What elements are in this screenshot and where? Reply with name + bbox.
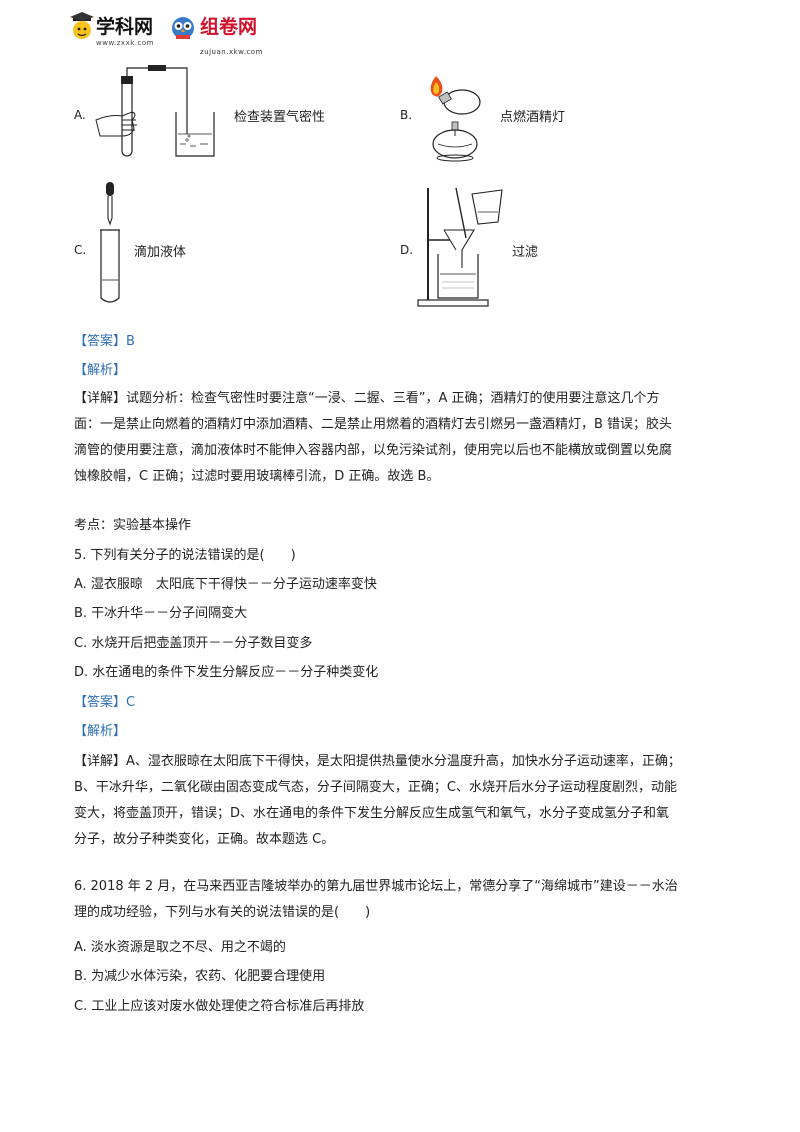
q6-stem: 6. 2018 年 2 月，在马来西亚吉隆坡举办的第九届世界城市论坛上，常德分享…: [74, 874, 738, 926]
q4-knowledge-point: 考点：实验基本操作: [74, 518, 192, 533]
q4-analysis-tag: 【解析】: [74, 363, 127, 378]
zxxk-url: www.zxxk.com: [96, 39, 154, 47]
alcohol-lamp-figure: [430, 76, 481, 162]
q5-detail-line: B、干冰升华，二氧化碳由固态变成气态，分子间隔变大，正确；C、水烧开后水分子运动…: [74, 780, 677, 795]
airtightness-check-figure: [95, 65, 215, 157]
q6-stem-line: 6. 2018 年 2 月，在马来西亚吉隆坡举办的第九届世界城市论坛上，常德分享…: [74, 879, 678, 894]
q4-detail-line: 面：一是禁止向燃着的酒精灯中添加酒精、二是禁止用燃着的酒精灯去引燃另一盏酒精灯，…: [74, 417, 673, 432]
q4-detail-line: 滴管的使用要注意，滴加液体时不能伸入容器内部，以免污染试剂，使用完以后也不能横放…: [74, 443, 673, 458]
q5-answer: 【答案】C: [74, 695, 136, 710]
q4-detail-line: 【详解】试题分析：检查气密性时要注意“一浸、二握、三看”，A 正确；酒精灯的使用…: [74, 391, 660, 406]
q5-detail-line: 变大，将壶盖顶开，错误；D、水在通电的条件下发生分解反应生成氢气和氧气，水分子变…: [74, 806, 670, 821]
q4-detail-line: 蚀橡胶帽，C 正确；过滤时要用玻璃棒引流，D 正确。故选 B。: [74, 469, 440, 484]
q5-option: C. 水烧开后把壶盖顶开－－分子数目变多: [74, 636, 313, 651]
dropper-figure: [100, 182, 120, 303]
option-a-label: A.: [74, 108, 86, 122]
q5-stem: 5. 下列有关分子的说法错误的是( ): [74, 548, 296, 563]
q5-option: D. 水在通电的条件下发生分解反应－－分子种类变化: [74, 665, 379, 680]
owl-mascot-icon: [172, 17, 194, 39]
option-b-label: B.: [400, 108, 413, 122]
option-a-desc: 检查装置气密性: [234, 110, 326, 125]
option-d-label: D.: [400, 243, 414, 257]
q6-option: A. 淡水资源是取之不尽、用之不竭的: [74, 940, 286, 955]
q6-stem-line: 理的成功经验，下列与水有关的说法错误的是( ): [74, 905, 371, 920]
q6-option: C. 工业上应该对废水做处理使之符合标准后再排放: [74, 999, 365, 1014]
option-b-desc: 点燃酒精灯: [500, 110, 566, 125]
student-mascot-icon: [70, 12, 94, 39]
q5-option: A. 湿衣服晾 太阳底下干得快－－分子运动速率变快: [74, 577, 377, 592]
option-c-desc: 滴加液体: [134, 245, 187, 260]
option-d-desc: 过滤: [512, 245, 539, 260]
zxxk-name: 学科网: [96, 16, 154, 38]
q6-option: B. 为减少水体污染，农药、化肥要合理使用: [74, 969, 326, 984]
page-header: 学科网 www.zxxk.com 组卷网 zujuan.xkw.com: [70, 10, 330, 56]
q5-analysis-tag: 【解析】: [74, 724, 127, 739]
q5-option: B. 干冰升华－－分子间隔变大: [74, 606, 248, 621]
zujuan-name: 组卷网: [200, 16, 258, 38]
zujuan-url: zujuan.xkw.com: [200, 48, 263, 56]
q4-detail: 【详解】试题分析：检查气密性时要注意“一浸、二握、三看”，A 正确；酒精灯的使用…: [74, 386, 738, 490]
q4-answer: 【答案】B: [74, 334, 135, 349]
q5-detail-line: 分子，故分子种类变化，正确。故本题选 C。: [74, 832, 335, 847]
option-c-label: C.: [74, 243, 87, 257]
q5-detail-line: 【详解】A、湿衣服晾在太阳底下干得快，是太阳提供热量使水分温度升高，加快水分子运…: [74, 754, 681, 769]
q5-detail: 【详解】A、湿衣服晾在太阳底下干得快，是太阳提供热量使水分温度升高，加快水分子运…: [74, 749, 738, 853]
filtration-figure: [417, 187, 503, 307]
